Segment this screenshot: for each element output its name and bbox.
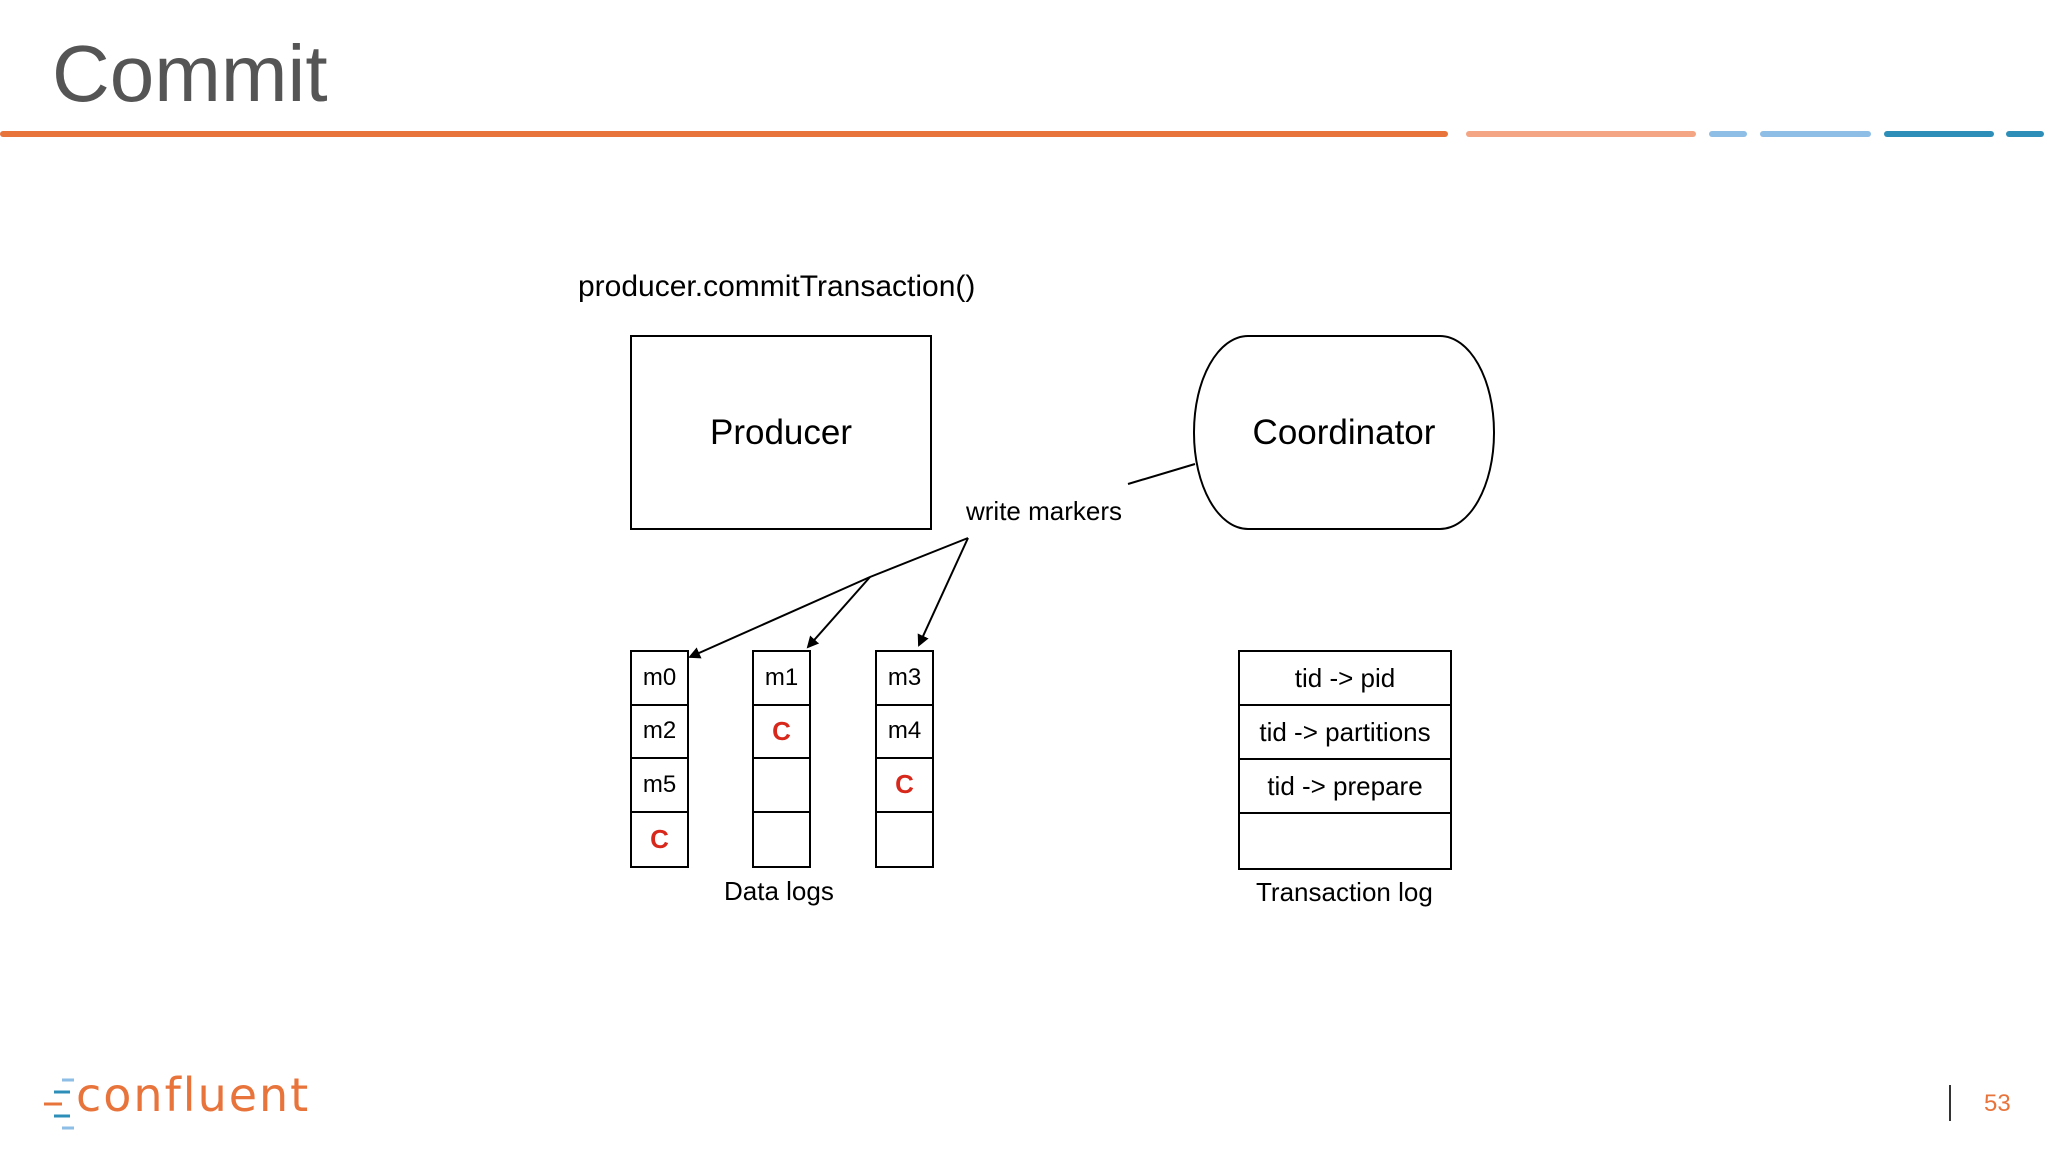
log-cell bbox=[754, 759, 809, 813]
header-rule-teal-1 bbox=[1884, 131, 1994, 137]
data-log-partition-2: m3 m4 C bbox=[875, 650, 934, 868]
slide-title: Commit bbox=[52, 29, 328, 118]
write-markers-label: write markers bbox=[966, 496, 1123, 526]
coordinator-label: Coordinator bbox=[1252, 412, 1436, 452]
transaction-log-caption: Transaction log bbox=[1256, 877, 1433, 907]
coordinator-box: Coordinator bbox=[1193, 335, 1495, 530]
commit-marker-cell: C bbox=[754, 706, 809, 759]
transaction-log-row: tid -> pid bbox=[1240, 652, 1450, 706]
commit-transaction-call: producer.commitTransaction() bbox=[578, 270, 976, 303]
log-cell: m5 bbox=[632, 759, 687, 813]
brand-wordmark: confluent bbox=[76, 1068, 311, 1122]
data-log-partition-1: m1 C bbox=[752, 650, 811, 868]
transaction-log-table: tid -> pid tid -> partitions tid -> prep… bbox=[1238, 650, 1452, 870]
header-rule-light-orange bbox=[1466, 131, 1696, 137]
header-rule-teal-2 bbox=[2006, 131, 2044, 137]
transaction-log-row: tid -> partitions bbox=[1240, 706, 1450, 760]
log-cell: m0 bbox=[632, 652, 687, 706]
log-cell: m2 bbox=[632, 706, 687, 759]
log-cell: m3 bbox=[877, 652, 932, 706]
page-number: 53 bbox=[1984, 1090, 2011, 1117]
marker-arrow-partition-2 bbox=[917, 537, 969, 647]
transaction-log-row: tid -> prepare bbox=[1240, 760, 1450, 814]
commit-marker-cell: C bbox=[650, 823, 669, 854]
marker-arrow-partition-0 bbox=[688, 537, 969, 659]
log-cell: m4 bbox=[877, 706, 932, 759]
commit-marker-cell: C bbox=[877, 759, 932, 813]
marker-arrow-partition-1 bbox=[806, 576, 871, 649]
coordinator-connector-line bbox=[1127, 463, 1196, 485]
data-logs-caption: Data logs bbox=[724, 876, 834, 906]
producer-box: Producer bbox=[630, 335, 932, 530]
log-cell bbox=[877, 813, 932, 867]
confluent-logo-icon bbox=[44, 1078, 74, 1130]
page-number-divider bbox=[1949, 1085, 1951, 1121]
data-log-partition-0: m0 m2 m5 C bbox=[630, 650, 689, 868]
header-rule-blue-1 bbox=[1709, 131, 1747, 137]
header-rule-primary bbox=[0, 131, 1448, 137]
header-rule-blue-2 bbox=[1760, 131, 1871, 137]
transaction-log-row bbox=[1240, 814, 1450, 868]
producer-label: Producer bbox=[709, 412, 853, 452]
log-cell bbox=[754, 813, 809, 867]
log-cell: m1 bbox=[754, 652, 809, 706]
